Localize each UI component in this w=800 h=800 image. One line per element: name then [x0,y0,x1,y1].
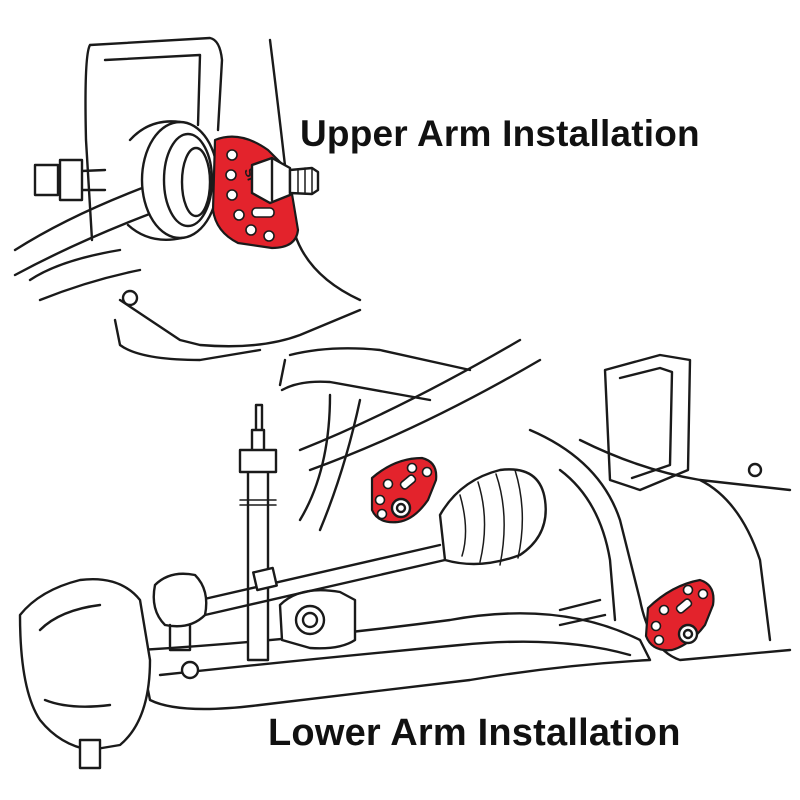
lower-arm-ribs [558,598,607,627]
upper-bolt-thread [297,167,313,195]
upper-plate-hole [225,169,237,181]
lower-arm-caption: Lower Arm Installation [268,712,681,754]
lower-left-plate-bolt [395,502,407,514]
upper-plate-hole [226,149,238,161]
upper-bushing-mid [162,132,214,228]
lower-right-plate-hole [650,620,662,632]
lower-left-plate-hole [374,494,386,506]
upper-bushing-inner [180,146,212,218]
upper-plate-hole [263,230,275,242]
lower-drive-shaft [198,543,447,617]
lower-right-bracket [603,353,692,492]
lower-arm-grommet [180,660,200,680]
lower-frame-rail [278,347,472,532]
lower-left-plate-nut [390,497,412,519]
upper-arm-illustration: SP [13,36,362,362]
lower-steering-knuckle [18,578,152,752]
lower-left-plate-hole [406,462,418,474]
lower-left-plate-hole [376,508,388,520]
lower-right-plate-hole [697,588,709,600]
upper-plate-hole [226,189,238,201]
lower-right-plate-hole [682,584,694,596]
lower-right-plate-hole [653,634,665,646]
upper-left-nut [58,158,84,202]
lower-frame-hole [747,462,763,478]
lower-shock-ring [239,499,277,506]
lower-right-plate-nut [677,623,699,645]
upper-frame-bracket [84,36,224,242]
upper-control-arm [13,182,192,277]
upper-right-bolt [288,166,320,196]
lower-right-plate-bolt [682,628,694,640]
lower-shaft-collar [252,566,278,592]
lower-shock-top [238,403,278,474]
lower-right-plate-hole [658,604,670,616]
upper-plate-hole [233,209,245,221]
lower-ball-joint-stud [168,623,192,652]
lower-bushing-bolt [301,611,319,629]
lower-left-plate-hole [421,466,433,478]
lower-knuckle-detail [38,603,112,708]
lower-left-plate-hole [382,478,394,490]
lower-shock-absorber [246,468,270,662]
upper-frame-hole [121,289,139,307]
lower-right-frame [528,428,792,662]
upper-bushing-outer [140,120,220,240]
upper-arm-caption: Upper Arm Installation [300,113,700,154]
lower-arm-illustration [18,338,792,770]
lower-cv-boot [438,468,547,566]
lower-bushing-nut [294,604,326,636]
lower-cam-plate-left [370,456,438,524]
lower-knuckle-bolt [78,738,102,770]
lower-arm-edge [158,640,632,677]
lower-right-plate-slot [675,598,693,614]
lower-strut-arm [298,338,542,472]
upper-plate-hole [245,224,257,236]
upper-bushing-shell [126,120,184,242]
lower-left-plate-slot [399,474,417,490]
upper-tower-body [28,38,362,362]
lower-ball-joint [152,572,208,628]
upper-plate-slot [251,207,275,218]
lower-control-arm [138,612,652,711]
lower-cv-boot-folds [459,469,524,566]
